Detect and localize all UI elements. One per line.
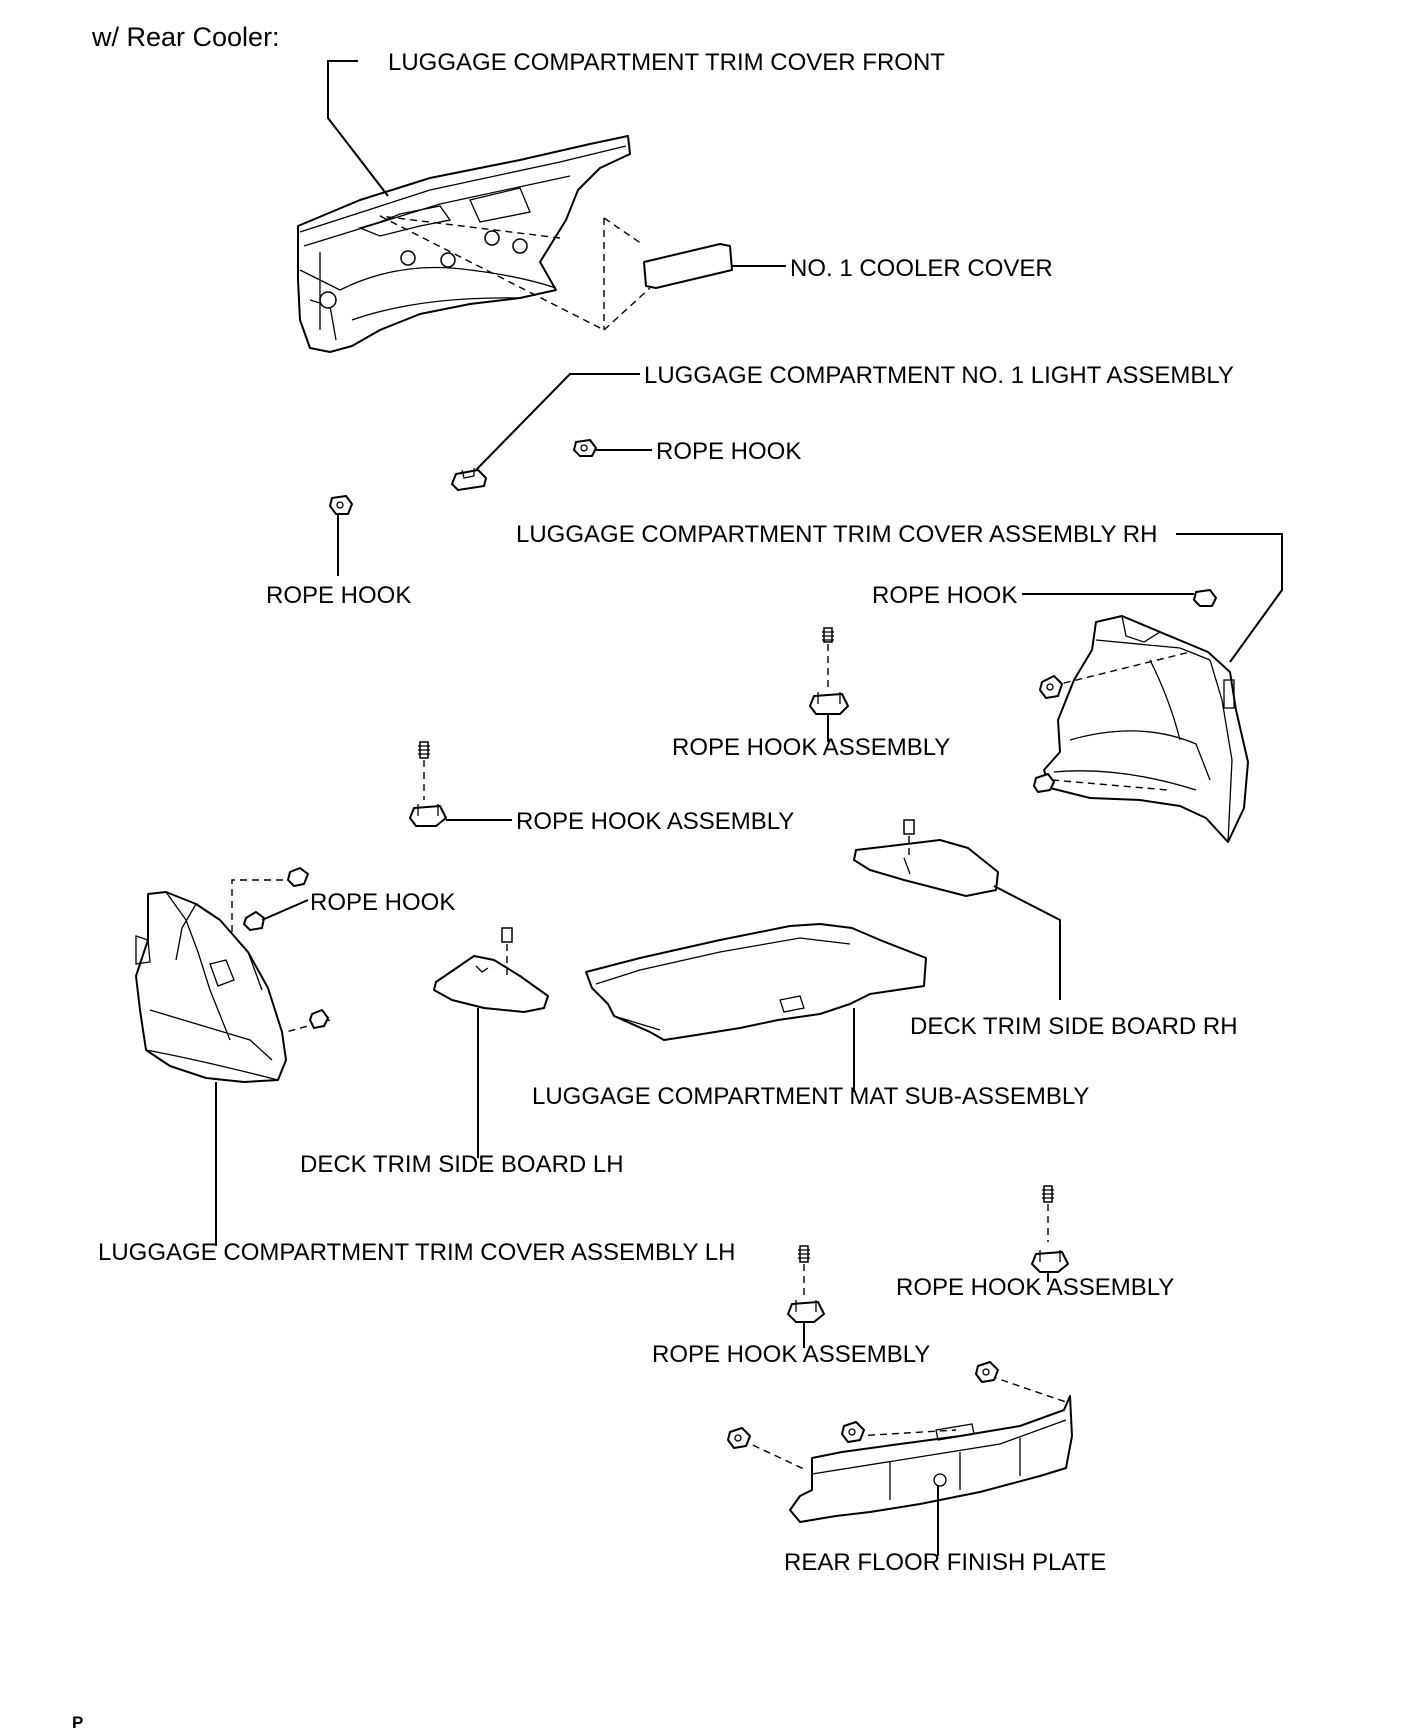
label-rope-hook-2: ROPE HOOK xyxy=(266,582,411,609)
light-assembly-part xyxy=(451,468,487,491)
rear-floor-finish-plate-part xyxy=(727,1361,1073,1523)
trim-cover-rh-part xyxy=(1033,615,1249,843)
label-rear-floor-finish-plate: REAR FLOOR FINISH PLATE xyxy=(784,1549,1106,1576)
leader-trim-front xyxy=(327,60,389,197)
label-deck-trim-lh: DECK TRIM SIDE BOARD LH xyxy=(300,1151,624,1178)
rope-hook-part-3 xyxy=(1193,589,1217,607)
label-deck-trim-rh: DECK TRIM SIDE BOARD RH xyxy=(910,1013,1238,1040)
label-rope-hook-assembly-4: ROPE HOOK ASSEMBLY xyxy=(652,1341,930,1368)
footer-mark: P xyxy=(72,1713,83,1732)
label-rope-hook-assembly-3: ROPE HOOK ASSEMBLY xyxy=(896,1274,1174,1301)
rope-hook-assembly-part-2 xyxy=(409,741,447,827)
label-trim-cover-rh: LUGGAGE COMPARTMENT TRIM COVER ASSEMBLY … xyxy=(516,521,1157,548)
rope-hook-part-2 xyxy=(329,495,353,515)
leader-deck-rh xyxy=(993,885,1061,1000)
label-rope-hook-1: ROPE HOOK xyxy=(656,438,801,465)
label-luggage-mat: LUGGAGE COMPARTMENT MAT SUB-ASSEMBLY xyxy=(532,1083,1089,1110)
label-rope-hook-4: ROPE HOOK xyxy=(310,889,455,916)
label-rope-hook-assembly-2: ROPE HOOK ASSEMBLY xyxy=(516,808,794,835)
leader-rope-hook-4 xyxy=(261,899,309,921)
label-rope-hook-3: ROPE HOOK xyxy=(872,582,1017,609)
cooler-cover-part xyxy=(603,217,733,331)
label-trim-cover-front: LUGGAGE COMPARTMENT TRIM COVER FRONT xyxy=(388,49,945,76)
label-light-assembly: LUGGAGE COMPARTMENT NO. 1 LIGHT ASSEMBLY xyxy=(644,362,1234,389)
trim-cover-front-part xyxy=(297,135,631,353)
luggage-mat-part xyxy=(585,923,927,1041)
rope-hook-part-1 xyxy=(573,439,597,457)
trim-cover-lh-part xyxy=(135,867,331,1083)
deck-side-board-rh-part xyxy=(853,819,999,897)
leader-light xyxy=(475,373,640,471)
leader-trim-rh xyxy=(1176,533,1283,663)
label-trim-cover-lh: LUGGAGE COMPARTMENT TRIM COVER ASSEMBLY … xyxy=(98,1239,735,1266)
label-rope-hook-assembly-1: ROPE HOOK ASSEMBLY xyxy=(672,734,950,761)
rope-hook-assembly-part-3 xyxy=(1031,1185,1069,1273)
diagram-header: w/ Rear Cooler: xyxy=(91,22,280,52)
deck-side-board-lh-part xyxy=(433,927,549,1013)
rope-hook-assembly-part-4 xyxy=(787,1245,825,1323)
label-cooler-cover: NO. 1 COOLER COVER xyxy=(790,255,1053,282)
rope-hook-assembly-part-1 xyxy=(809,627,849,715)
